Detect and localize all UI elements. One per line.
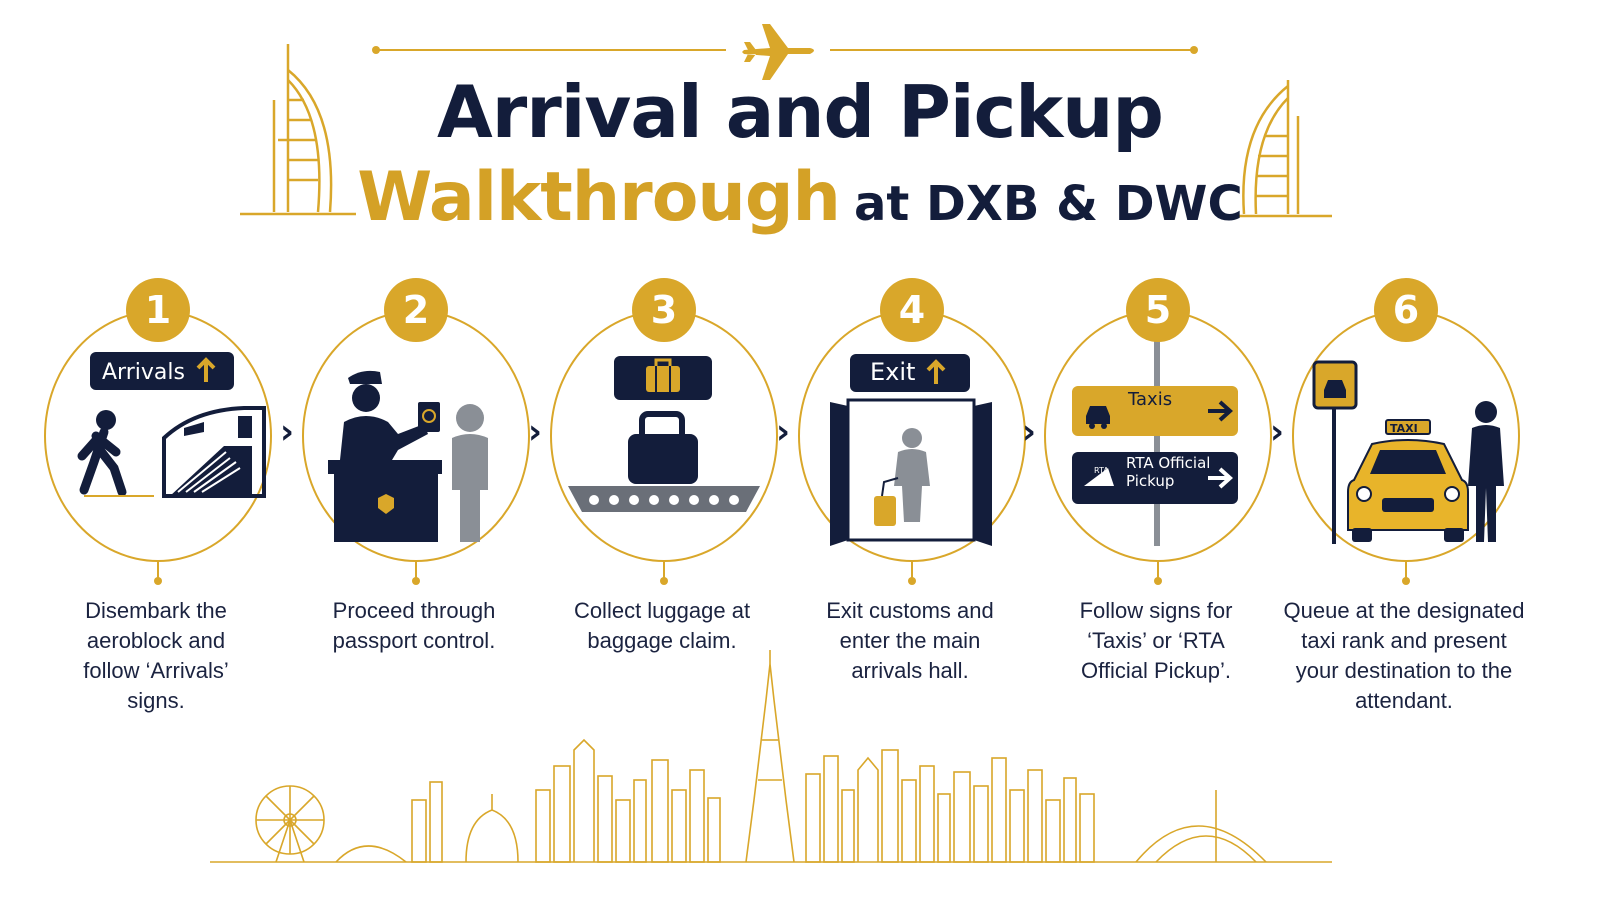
rta-sign-label-line1: RTA Official	[1126, 454, 1211, 472]
chevron-right-icon: ›	[776, 412, 791, 452]
chevron-right-icon: ›	[1270, 412, 1285, 452]
step-4-connector-dot	[908, 577, 916, 585]
taxis-sign-label: Taxis	[1128, 389, 1173, 410]
step-2-number-badge: 2	[384, 278, 448, 342]
step-3-number-badge: 3	[632, 278, 696, 342]
step-4-description: Exit customs and enter the main arrivals…	[826, 598, 994, 683]
direction-signs-icon	[1072, 338, 1238, 546]
taxi-rank-icon	[1312, 360, 1504, 544]
dubai-skyline-illustration	[210, 650, 1332, 863]
step-3-description: Collect luggage at baggage claim.	[573, 598, 751, 653]
chevron-right-icon: ›	[1022, 412, 1037, 452]
header-line-left	[378, 49, 726, 51]
step-1: Arrivals 1 Disembark the aeroblock and f…	[26, 278, 286, 748]
step-6-description: Queue at the designated taxi rank and pr…	[1283, 598, 1525, 713]
step-4-number-badge: 4	[880, 278, 944, 342]
page-title: Arrival and Pickup	[437, 70, 1164, 154]
header-line-dot-right	[1190, 46, 1198, 54]
step-2-connector-dot	[412, 577, 420, 585]
baggage-carousel-icon	[568, 356, 760, 512]
airplane-icon	[742, 24, 814, 80]
step-3: 3 Collect luggage at baggage claim.	[532, 278, 792, 748]
step-4: Exit 4 Exit customs and enter the main a…	[780, 278, 1040, 748]
step-2: 2 Proceed through passport control.	[284, 278, 544, 748]
step-6-number-badge: 6	[1374, 278, 1438, 342]
step-5-connector	[1157, 562, 1159, 580]
step-3-connector	[663, 562, 665, 580]
step-4-connector	[911, 562, 913, 580]
step-1-description: Disembark the aeroblock and follow ‘Arri…	[83, 598, 229, 713]
step-1-number-badge: 1	[126, 278, 190, 342]
step-5-connector-dot	[1154, 577, 1162, 585]
rta-logo-label: RTA	[1094, 466, 1109, 475]
header-line-right	[830, 49, 1192, 51]
header-line-dot-left	[372, 46, 380, 54]
step-6-connector-dot	[1402, 577, 1410, 585]
step-2-connector	[415, 562, 417, 580]
step-1-connector-dot	[154, 577, 162, 585]
chevron-right-icon: ›	[280, 412, 295, 452]
title-suffix: at DXB & DWC	[853, 176, 1243, 232]
step-1-connector	[157, 562, 159, 580]
step-6-connector	[1405, 562, 1407, 580]
exit-doors-icon	[830, 354, 992, 546]
taxi-roof-sign-label: TAXI	[1390, 422, 1418, 435]
burj-al-arab-right-icon	[1222, 80, 1332, 218]
burj-al-arab-left-icon	[240, 44, 356, 216]
passport-control-icon	[328, 370, 488, 542]
step-5-number-badge: 5	[1126, 278, 1190, 342]
step-6: TAXI 6 Queue at the designated taxi rank…	[1274, 278, 1534, 748]
chevron-right-icon: ›	[528, 412, 543, 452]
arrivals-sign-label: Arrivals	[102, 360, 185, 385]
step-2-description: Proceed through passport control.	[332, 598, 496, 653]
step-5-description: Follow signs for ‘Taxis’ or ‘RTA Officia…	[1079, 598, 1233, 683]
rta-sign-label-line2: Pickup	[1126, 472, 1175, 490]
step-5: Taxis RTA RTA Official Pickup 5 Follow s…	[1026, 278, 1286, 748]
exit-sign-label: Exit	[870, 358, 916, 386]
title-highlight: Walkthrough	[357, 158, 841, 237]
step-3-connector-dot	[660, 577, 668, 585]
walking-to-aircraft-icon	[77, 352, 266, 498]
